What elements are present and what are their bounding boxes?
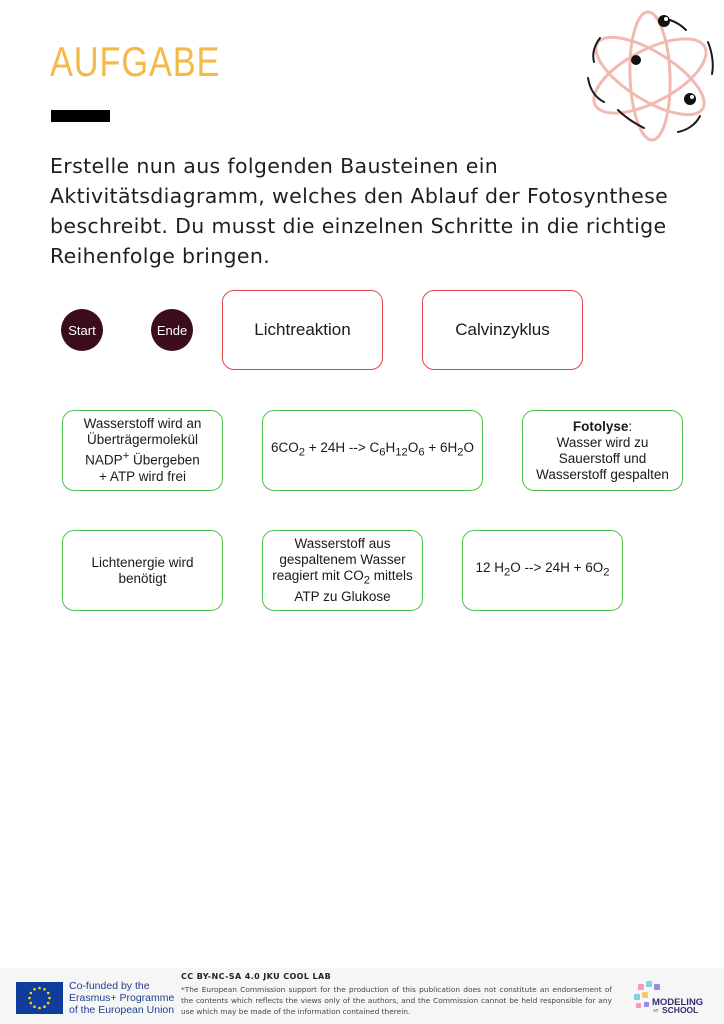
- start-node-label: Start: [68, 323, 95, 338]
- nadp-text: NADP: [85, 453, 123, 468]
- hydrogen-glucose-box[interactable]: Wasserstoff aus gespaltenem Wasser reagi…: [262, 530, 423, 611]
- license-text: CC BY-NC-SA 4.0 JKU COOL LAB: [181, 972, 331, 981]
- eq-part: O --> 24H + 6O: [510, 560, 603, 575]
- atom-icon: [578, 6, 720, 144]
- eq-part: H: [386, 440, 396, 455]
- end-node-label: Ende: [157, 323, 187, 338]
- box-text-line: benötigt: [118, 571, 166, 587]
- task-instructions: Erstelle nun aus folgenden Bausteinen ei…: [50, 151, 710, 271]
- box-text-line: reagiert mit CO2 mittels: [272, 568, 413, 589]
- box-text-line: ATP zu Glukose: [294, 589, 390, 605]
- glucose-equation-box[interactable]: 6CO2 + 24H --> C6H12O6 + 6H2O: [262, 410, 483, 491]
- start-node[interactable]: Start: [61, 309, 103, 351]
- subscript: 2: [603, 567, 609, 579]
- water-split-equation-box[interactable]: 12 H2O --> 24H + 6O2: [462, 530, 623, 611]
- light-energy-box[interactable]: Lichtenergie wird benötigt: [62, 530, 223, 611]
- light-reaction-label: Lichtreaktion: [254, 320, 350, 340]
- equation: 6CO2 + 24H --> C6H12O6 + 6H2O: [271, 440, 474, 461]
- title-underline: [51, 110, 110, 122]
- eq-part: O: [464, 440, 475, 455]
- box-text-line: Überträgermolekül: [87, 432, 198, 448]
- box-text: reagiert mit CO: [272, 568, 364, 583]
- box-text-line: Wasserstoff aus: [294, 536, 390, 552]
- calvin-cycle-label: Calvinzyklus: [455, 320, 549, 340]
- box-text: :: [628, 419, 632, 434]
- box-text-line: Fotolyse:: [573, 419, 632, 435]
- box-text-line: NADP+ Übergeben: [85, 448, 200, 469]
- eu-flag-icon: [16, 982, 63, 1014]
- box-text-line: Sauerstoff und: [559, 451, 647, 467]
- hydrogen-transfer-box[interactable]: Wasserstoff wird an Überträgermolekül NA…: [62, 410, 223, 491]
- erasmus-funding-text: Co-funded by the Erasmus+ Programme of t…: [69, 980, 174, 1016]
- box-text: mittels: [370, 568, 413, 583]
- eq-part: 6CO: [271, 440, 299, 455]
- svg-text:SCHOOL: SCHOOL: [662, 1005, 698, 1015]
- box-text-line: + ATP wird frei: [99, 469, 186, 485]
- eq-part: O: [408, 440, 419, 455]
- eq-part: + 6H: [425, 440, 458, 455]
- photolysis-title: Fotolyse: [573, 419, 629, 434]
- photolysis-box[interactable]: Fotolyse: Wasser wird zu Sauerstoff und …: [522, 410, 683, 491]
- equation: 12 H2O --> 24H + 6O2: [475, 560, 609, 581]
- eq-part: + 24H --> C: [305, 440, 379, 455]
- box-text-line: Wasser wird zu: [557, 435, 649, 451]
- calvin-cycle-box[interactable]: Calvinzyklus: [422, 290, 583, 370]
- subscript: 12: [395, 447, 408, 459]
- light-reaction-box[interactable]: Lichtreaktion: [222, 290, 383, 370]
- box-text-line: Wasserstoff gespalten: [536, 467, 669, 483]
- disclaimer-text: *The European Commission support for the…: [181, 984, 612, 1017]
- eq-part: 12 H: [475, 560, 504, 575]
- end-node[interactable]: Ende: [151, 309, 193, 351]
- page-title: AUFGABE: [50, 38, 220, 86]
- box-text-line: Wasserstoff wird an: [84, 416, 202, 432]
- box-text: Übergeben: [129, 453, 200, 468]
- box-text-line: Lichtenergie wird: [91, 555, 193, 571]
- svg-text:AT: AT: [653, 1008, 659, 1013]
- box-text-line: gespaltenem Wasser: [279, 552, 405, 568]
- modeling-at-school-logo: MODELING AT SCHOOL: [632, 978, 714, 1020]
